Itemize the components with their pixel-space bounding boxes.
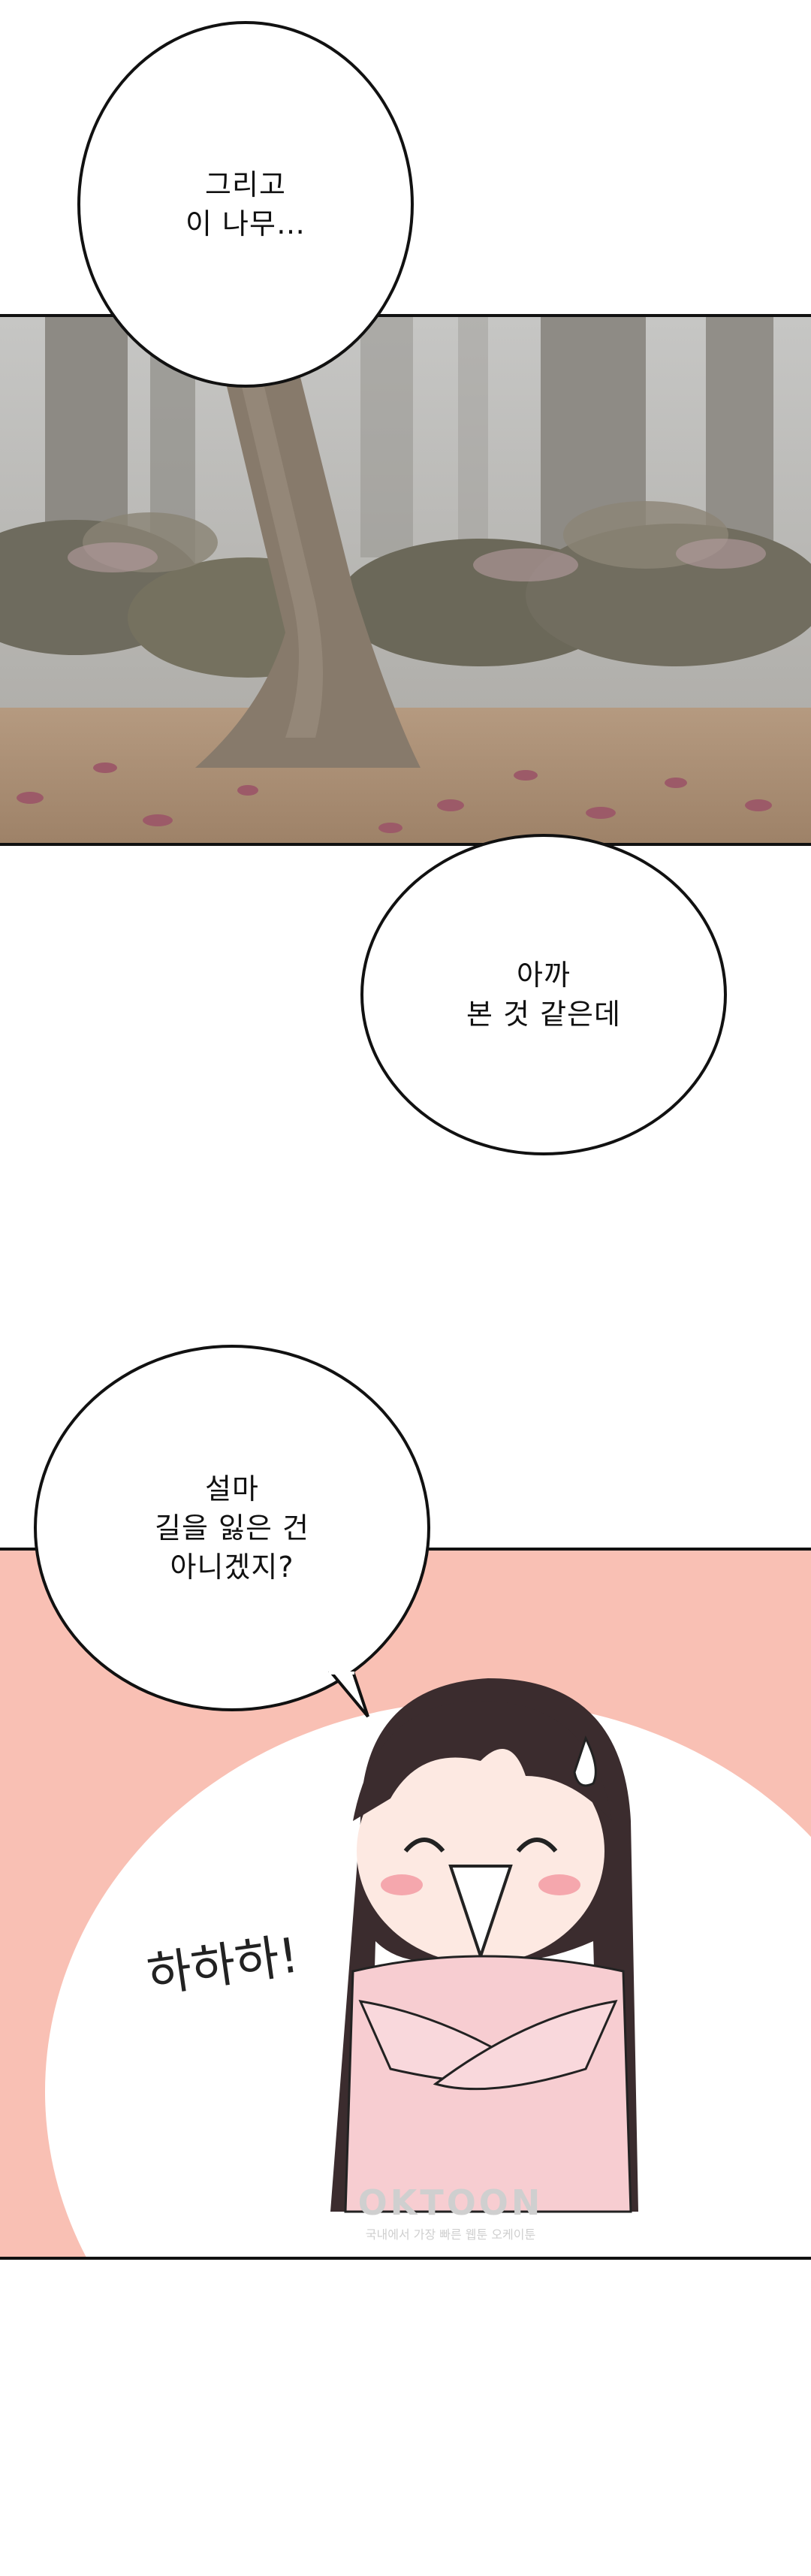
forest-illustration bbox=[0, 317, 811, 843]
speech-bubble-2: 아까 본 것 같은데 bbox=[360, 834, 727, 1155]
watermark: OKTOON 국내에서 가장 빠른 웹툰 오케이툰 bbox=[323, 2182, 578, 2242]
speech-bubble-1-text: 그리고 이 나무… bbox=[185, 168, 306, 240]
character-illustration bbox=[45, 1678, 811, 2257]
forest-panel bbox=[0, 314, 811, 846]
watermark-tagline: 국내에서 가장 빠른 웹툰 오케이툰 bbox=[365, 2227, 536, 2242]
speech-bubble-2-text: 아까 본 것 같은데 bbox=[466, 959, 621, 1031]
pink-panel bbox=[0, 1548, 811, 2260]
watermark-brand: OKTOON bbox=[357, 2182, 544, 2223]
speech-bubble-1: 그리고 이 나무… bbox=[77, 21, 414, 388]
speech-bubble-3: 설마 길을 잃은 건 아니겠지? bbox=[34, 1345, 430, 1711]
speech-bubble-3-text: 설마 길을 잃은 건 아니겠지? bbox=[155, 1472, 309, 1584]
speech-bubble-3-tail bbox=[328, 1672, 369, 1718]
